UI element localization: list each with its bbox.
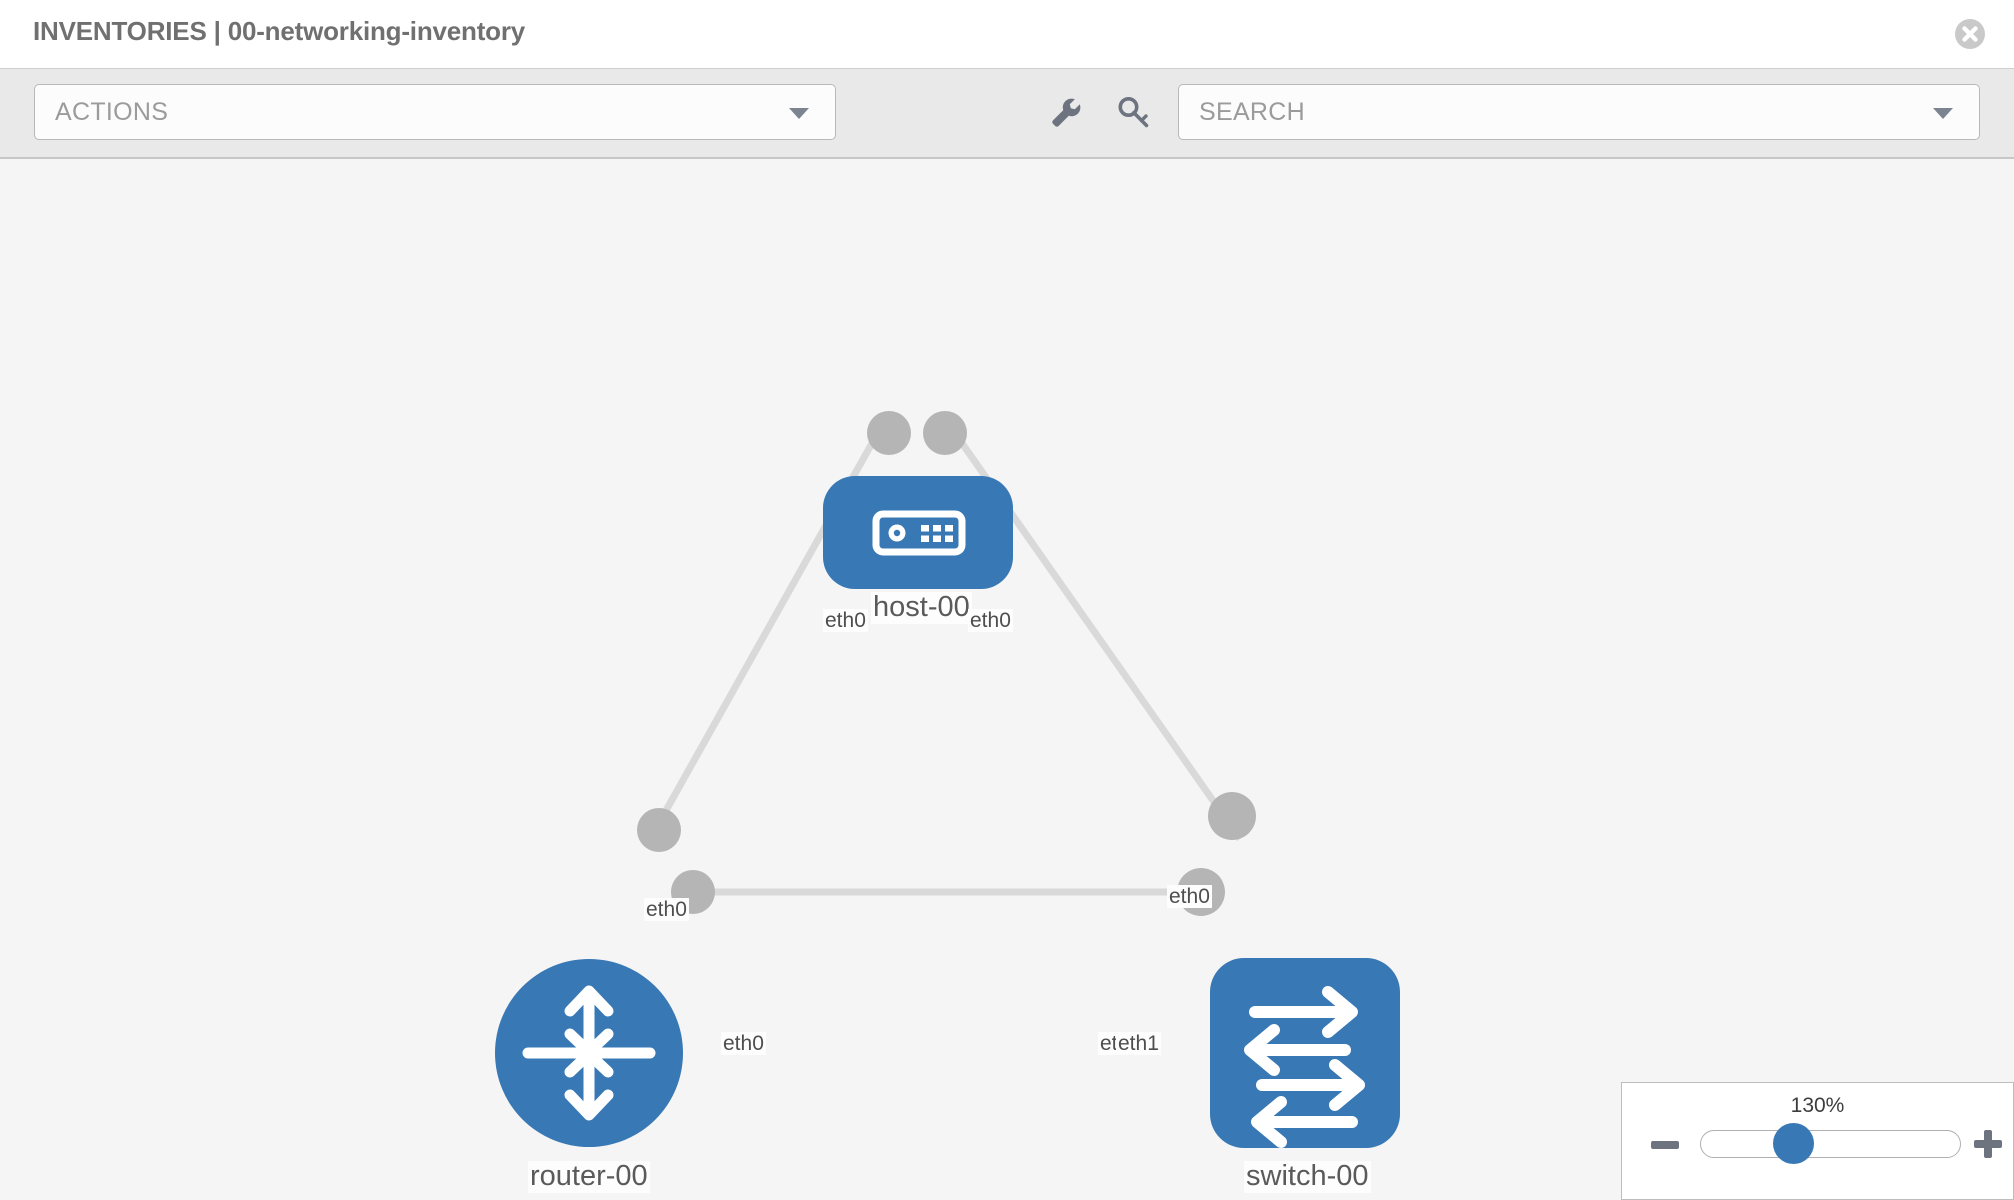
server-icon xyxy=(872,510,966,556)
node-router-00[interactable] xyxy=(495,959,683,1147)
router-arrows-icon xyxy=(522,985,656,1121)
search-input[interactable]: SEARCH xyxy=(1178,84,1980,140)
zoom-level-value: 130% xyxy=(1790,1094,1845,1117)
wrench-icon[interactable] xyxy=(1047,94,1085,132)
node-switch-00[interactable] xyxy=(1210,958,1400,1148)
node-host-00[interactable] xyxy=(823,476,1013,589)
zoom-slider-thumb[interactable] xyxy=(1773,1123,1814,1164)
topology-graph xyxy=(495,411,1400,1148)
zoom-in-button[interactable] xyxy=(1974,1130,2002,1158)
node-label-switch-00: switch-00 xyxy=(1244,1160,1371,1193)
iface-label-router-up: eth0 xyxy=(644,898,689,922)
iface-label-router-right: eth0 xyxy=(721,1032,766,1056)
topology-canvas[interactable]: eth0 host-00 eth0 eth0 eth0 eth0 eth0 et… xyxy=(0,161,2014,1200)
node-label-router-00: router-00 xyxy=(528,1160,650,1193)
chevron-down-icon[interactable] xyxy=(1933,108,1953,119)
actions-dropdown-label: ACTIONS xyxy=(55,98,169,126)
node-label-host-00: host-00 xyxy=(871,591,972,624)
zoom-control-panel: 130% xyxy=(1621,1082,2014,1200)
chevron-down-icon xyxy=(789,108,809,119)
iface-label-host-left: eth0 xyxy=(823,609,868,633)
close-icon[interactable] xyxy=(1954,18,1986,50)
endpoint-switch-up xyxy=(1208,792,1256,840)
page-header: INVENTORIES | 00-networking-inventory xyxy=(0,0,2014,69)
graph-endpoints xyxy=(637,411,1256,916)
switch-arrows-icon xyxy=(1244,986,1365,1148)
endpoint-router-up xyxy=(637,808,681,852)
zoom-slider-track[interactable] xyxy=(1700,1130,1961,1158)
actions-dropdown[interactable]: ACTIONS xyxy=(34,84,836,140)
iface-label-switch-left: eth1 xyxy=(1116,1032,1161,1056)
key-icon[interactable] xyxy=(1115,94,1153,132)
iface-label-host-right: eth0 xyxy=(968,609,1013,633)
endpoint-host-right xyxy=(923,411,967,455)
endpoint-host-left xyxy=(867,411,911,455)
search-placeholder: SEARCH xyxy=(1199,98,1305,126)
page-title: INVENTORIES | 00-networking-inventory xyxy=(33,16,526,46)
zoom-out-button[interactable] xyxy=(1651,1141,1679,1149)
iface-label-switch-up: eth0 xyxy=(1167,885,1212,909)
